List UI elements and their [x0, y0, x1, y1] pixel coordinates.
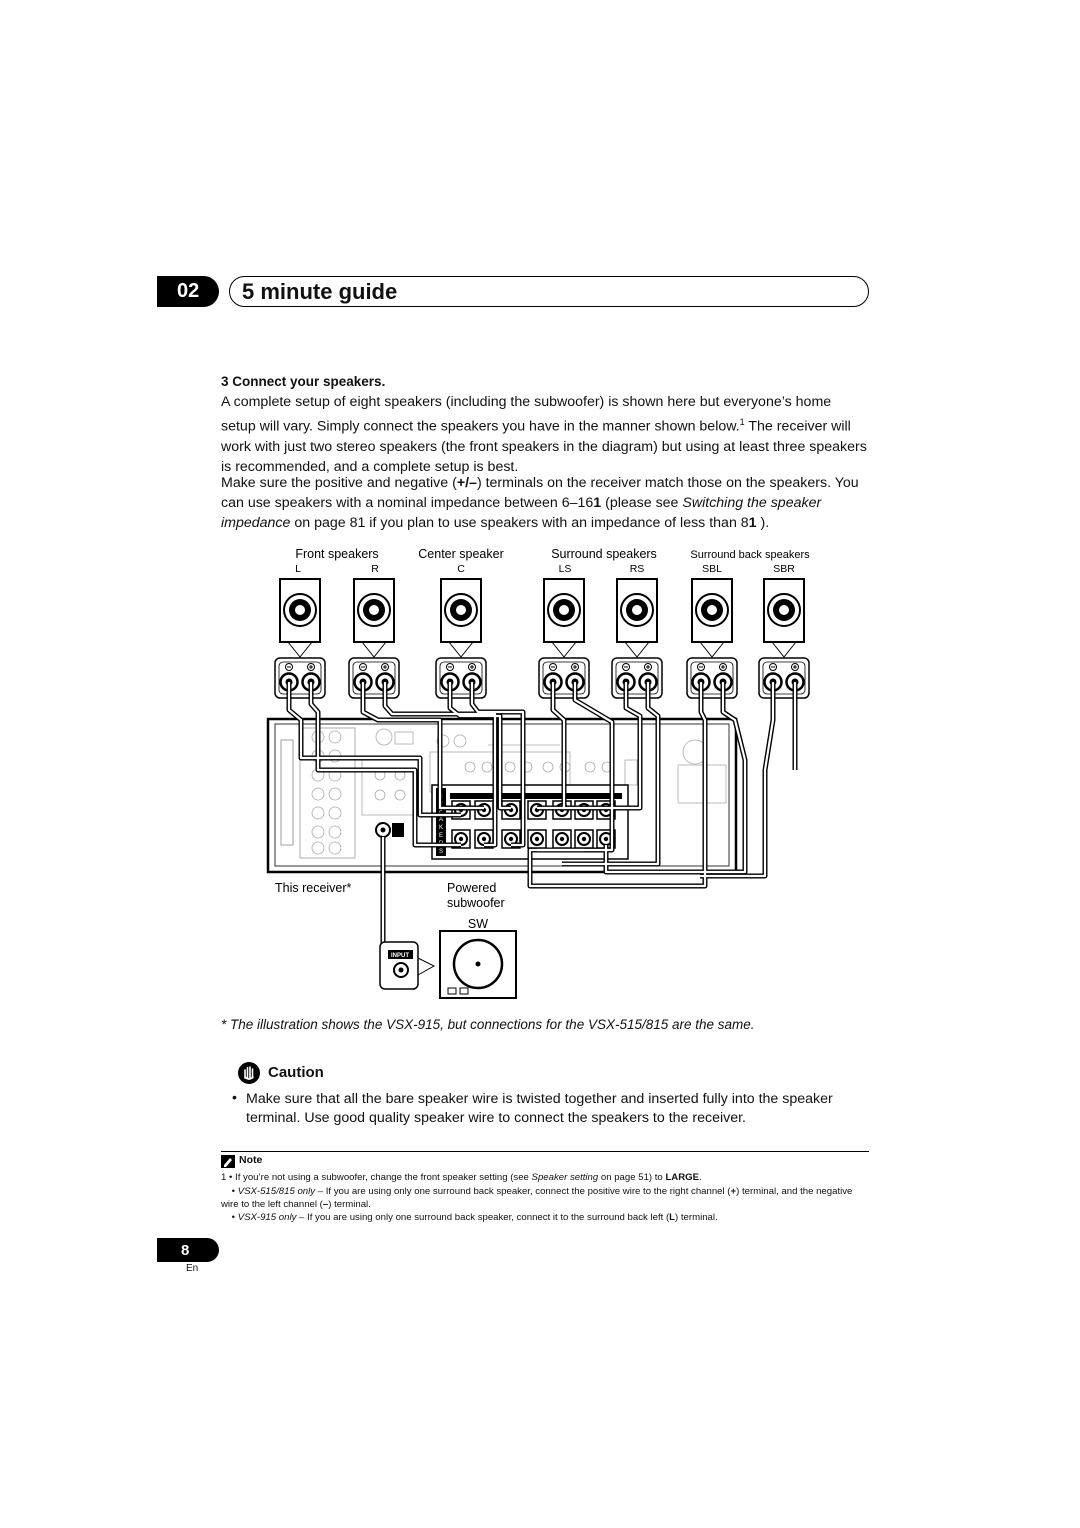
- speaker-surround-back-right: [763, 578, 805, 658]
- terminal-surround-back-right: [757, 656, 811, 700]
- note-pencil-icon: [221, 1155, 235, 1168]
- note-item-2: • VSX-515/815 only – If you are using on…: [221, 1185, 871, 1211]
- caution-heading: Caution: [268, 1064, 324, 1081]
- channel-l: L: [295, 563, 301, 575]
- ohm-symbol: 1: [593, 495, 602, 511]
- note-item-3: • VSX-915 only – If you are using only o…: [221, 1211, 871, 1224]
- para2-text-a: Make sure the positive and negative (: [221, 475, 457, 491]
- chapter-title: 5 minute guide: [242, 278, 398, 304]
- page-number-tab: 8: [157, 1238, 219, 1262]
- caution-bullet: •: [232, 1090, 237, 1106]
- note2-text-d: ) terminal.: [328, 1199, 371, 1210]
- channel-rs: RS: [630, 563, 645, 575]
- note3-bullet: •: [231, 1212, 238, 1223]
- surround-speakers-label: Surround speakers: [551, 547, 657, 561]
- channel-ls: LS: [559, 563, 572, 575]
- center-speaker-label: Center speaker: [418, 547, 503, 561]
- subwoofer-label-line2: subwoofer: [447, 896, 505, 910]
- para2-text-d: on page 81 if you plan to use speakers w…: [290, 515, 749, 531]
- subwoofer-channel-label: SW: [468, 917, 488, 931]
- note2-minus: –: [322, 1199, 329, 1210]
- note2-plus: +: [730, 1186, 737, 1197]
- surround-back-speakers-label: Surround back speakers: [690, 549, 810, 561]
- para2-text-b: ) terminals on the receiver match those …: [221, 475, 859, 511]
- chapter-number-tab: 02: [157, 276, 219, 307]
- note3-model: VSX-915 only: [237, 1212, 297, 1223]
- terminal-center: [434, 656, 488, 700]
- intro-paragraph: A complete setup of eight speakers (incl…: [221, 392, 869, 477]
- receiver-label: This receiver*: [275, 881, 352, 895]
- note-item-1: 1 • If you’re not using a subwoofer, cha…: [221, 1171, 871, 1184]
- note2-model: VSX-515/815 only: [237, 1186, 316, 1197]
- front-speakers-label: Front speakers: [295, 547, 378, 561]
- chapter-number: 02: [177, 280, 200, 302]
- chapter-title-box: 5 minute guide: [229, 276, 869, 307]
- subwoofer-label-line1: Powered: [447, 881, 496, 895]
- channel-c: C: [457, 563, 465, 575]
- channel-sbr: SBR: [773, 563, 795, 575]
- para1-text-a: A complete setup of eight speakers (incl…: [221, 394, 832, 435]
- note1-text-a: 1 • If you’re not using a subwoofer, cha…: [221, 1172, 532, 1183]
- powered-subwoofer: [439, 930, 517, 999]
- input-label: INPUT: [391, 953, 409, 959]
- note1-text-c: .: [699, 1172, 702, 1183]
- terminal-surround-right: [610, 656, 664, 700]
- speaker-surround-left: [543, 578, 585, 658]
- terminal-surround-left: [537, 656, 591, 700]
- page-number: 8: [181, 1241, 190, 1259]
- terminal-front-left: [273, 656, 327, 700]
- note1-setting: LARGE: [665, 1172, 700, 1183]
- para2-text-e: ).: [756, 515, 770, 531]
- impedance-reference: Switching the speaker impedance: [221, 495, 822, 531]
- speaker-front-right: [353, 578, 395, 658]
- channel-sbl: SBL: [702, 563, 722, 575]
- note-divider: [221, 1151, 869, 1152]
- speaker-front-left: [279, 578, 321, 658]
- note2-bullet: •: [231, 1186, 238, 1197]
- terminal-front-right: [347, 656, 401, 700]
- note2-text-c: ) terminal, and the negative wire to the…: [221, 1186, 853, 1210]
- note3-text-b: – If you are using only one surround bac…: [296, 1212, 670, 1223]
- illustration-note: * The illustration shows the VSX-915, bu…: [221, 1017, 755, 1032]
- note1-reference: Speaker setting: [531, 1172, 599, 1183]
- note-heading: Note: [239, 1154, 263, 1166]
- channel-r: R: [371, 563, 379, 575]
- speaker-surround-back-left: [691, 578, 733, 658]
- polarity-symbols: +/–: [456, 475, 477, 491]
- page-language: En: [186, 1263, 199, 1274]
- note2-text-b: – If you are using only one surround bac…: [315, 1186, 731, 1197]
- caution-text: Make sure that all the bare speaker wire…: [246, 1091, 833, 1126]
- note1-text-b: on page 51) to: [598, 1172, 666, 1183]
- ohm-symbol-2: 1: [748, 515, 757, 531]
- terminal-surround-back-left: [685, 656, 739, 700]
- footnote-ref: 1: [739, 417, 745, 427]
- para1-text-b: The receiver will work with just two ste…: [221, 418, 867, 475]
- note3-text-c: ) terminal.: [675, 1212, 718, 1223]
- subwoofer-input-panel: INPUT: [379, 941, 436, 990]
- step-heading: 3 Connect your speakers.: [221, 374, 386, 389]
- speaker-center: [440, 578, 482, 658]
- caution-hand-icon: [238, 1062, 260, 1084]
- speaker-surround-right: [616, 578, 658, 658]
- note3-terminal: L: [669, 1212, 676, 1223]
- para2-text-c: (please see: [601, 495, 683, 511]
- polarity-paragraph: Make sure the positive and negative (+/–…: [221, 473, 869, 533]
